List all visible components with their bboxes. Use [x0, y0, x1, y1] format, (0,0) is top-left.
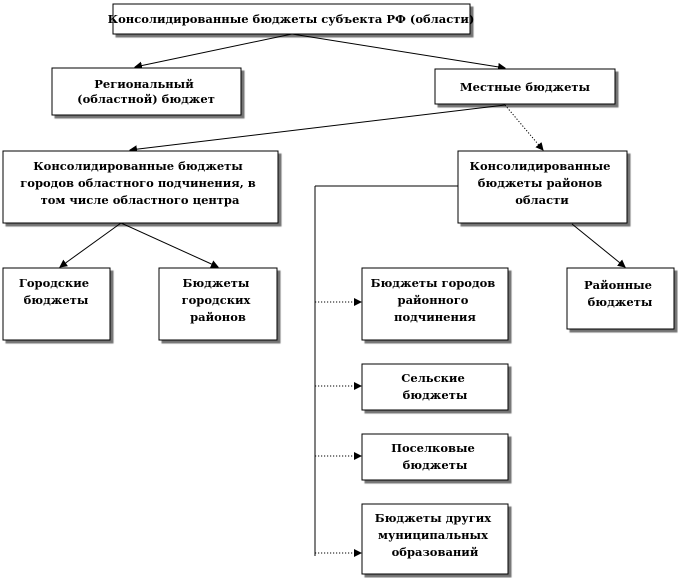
node-other-municipal: Бюджеты других муниципальных образований: [361, 503, 509, 575]
edge-districts-to-district: [571, 223, 626, 268]
node-cities-regional-line: том числе областного центра: [41, 193, 240, 207]
node-settlement-line: бюджеты: [403, 458, 468, 472]
node-districts: Консолидированные бюджеты районов област…: [457, 150, 628, 224]
node-other-municipal-line: Бюджеты других: [375, 511, 492, 525]
node-regional-line: Региональный: [94, 77, 194, 91]
svg-text:Консолидированные бюджеты субъ: Консолидированные бюджеты субъекта РФ (о…: [108, 12, 475, 26]
edge-local-to-cities: [129, 104, 506, 154]
edge-local-to-districts: [504, 104, 544, 151]
edge-cities-to-citydistricts: [120, 222, 219, 268]
svg-text:Городские бюджеты: Городские бюджеты: [19, 276, 93, 307]
node-city-line: бюджеты: [24, 293, 89, 307]
node-city-line: Городские: [19, 276, 89, 290]
node-local-line: Местные бюджеты: [460, 80, 591, 94]
edge-top-to-local: [291, 33, 506, 71]
node-consolidated-region: Консолидированные бюджеты субъекта РФ (о…: [108, 3, 475, 35]
node-district-line: Районные: [584, 278, 652, 292]
svg-text:Бюджеты городских: Бюджеты городских районов: [182, 276, 255, 324]
node-rural-line: Сельские: [401, 371, 465, 385]
svg-text:Местные бюджеты: Местные бюджеты: [460, 80, 591, 94]
node-rural-line: бюджеты: [403, 388, 468, 402]
node-local: Местные бюджеты: [434, 68, 616, 105]
svg-text:Консолидированные бюджеты: Консолидированные бюджеты городов област…: [20, 159, 260, 207]
svg-text:Консолидированные бюджет: Консолидированные бюджеты районов област…: [470, 159, 615, 207]
svg-text:Региональный (областной): Региональный (областной) бюджет: [77, 77, 215, 106]
svg-text:Районные бюджеты: Районные бюджеты: [584, 278, 656, 309]
node-district-cities-line: Бюджеты городов: [371, 276, 496, 290]
connectors: [59, 33, 626, 557]
node-districts-line: Консолидированные: [470, 159, 611, 173]
svg-text:Бюджеты других муниципал: Бюджеты других муниципальных образований: [375, 511, 495, 559]
node-district-cities: Бюджеты городов районного подчинения: [361, 267, 509, 341]
edge-cities-to-city: [59, 222, 122, 268]
node-regional: Региональный (областной) бюджет: [51, 67, 242, 116]
node-consolidated-region-line: Консолидированные бюджеты субъекта РФ (о…: [108, 12, 475, 26]
node-city-districts-line: городских: [182, 293, 251, 307]
svg-text:Бюджеты городов районног: Бюджеты городов районного подчинения: [371, 276, 500, 324]
svg-text:Сельские бюджеты: Сельские бюджеты: [401, 371, 469, 402]
node-regional-line: (областной) бюджет: [77, 92, 215, 106]
edge-top-to-regional: [134, 33, 293, 70]
node-other-municipal-line: образований: [392, 545, 479, 559]
node-rural: Сельские бюджеты: [361, 363, 509, 411]
node-cities-regional: Консолидированные бюджеты городов област…: [2, 150, 279, 224]
node-district-cities-line: районного: [398, 293, 469, 307]
node-city-districts-line: Бюджеты: [183, 276, 250, 290]
node-cities-regional-line: городов областного подчинения, в: [20, 176, 255, 190]
node-district-line: бюджеты: [588, 295, 653, 309]
node-districts-line: области: [515, 193, 569, 207]
node-city: Городские бюджеты: [2, 267, 111, 341]
svg-text:Поселковые бюджеты: Поселковые бюджеты: [391, 441, 479, 472]
node-other-municipal-line: муниципальных: [378, 528, 488, 542]
node-city-districts-line: районов: [190, 310, 246, 324]
node-city-districts: Бюджеты городских районов: [158, 267, 278, 341]
node-settlement-line: Поселковые: [391, 441, 475, 455]
node-districts-line: бюджеты районов: [478, 176, 602, 190]
node-cities-regional-line: Консолидированные бюджеты: [33, 159, 243, 173]
node-district: Районные бюджеты: [566, 267, 675, 330]
node-district-cities-line: подчинения: [394, 310, 476, 324]
node-settlement: Поселковые бюджеты: [361, 433, 509, 481]
